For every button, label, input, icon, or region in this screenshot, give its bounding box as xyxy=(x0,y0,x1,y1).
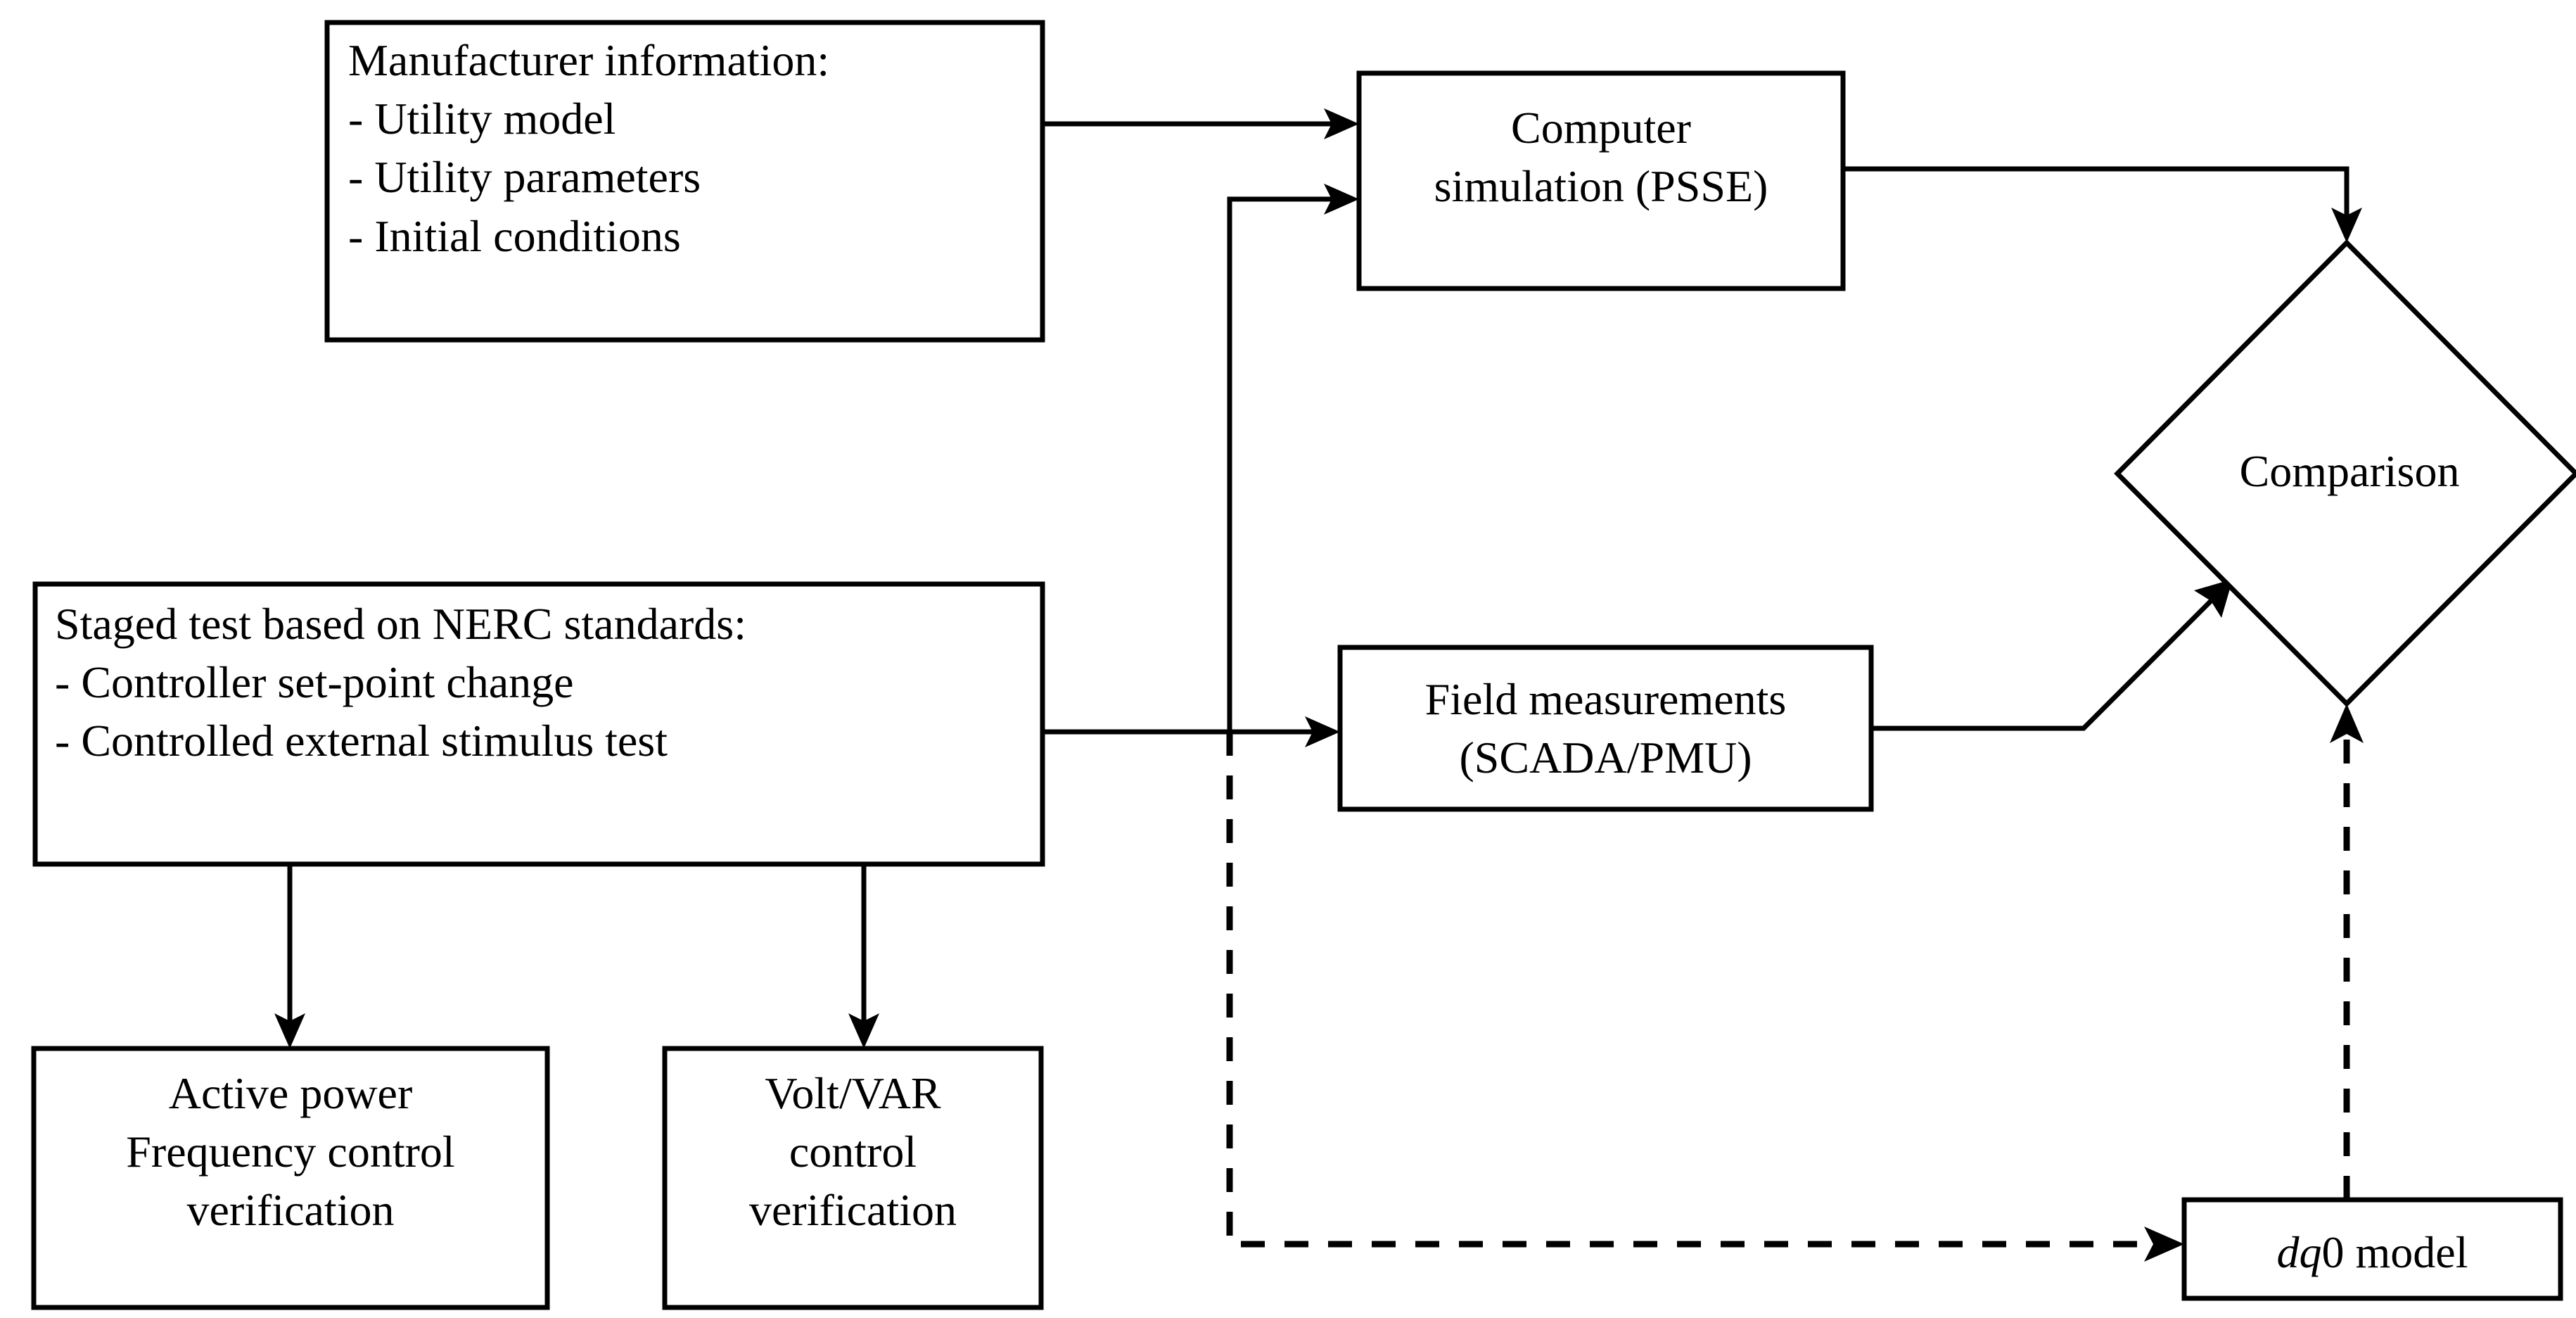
node-computer-simulation[interactable] xyxy=(1356,70,1846,291)
node-staged-test[interactable] xyxy=(32,581,1045,867)
edge-simulation-to-comparison xyxy=(1843,166,2362,243)
node-volt-var-verification[interactable] xyxy=(662,1046,1044,1310)
edge-staged-test-to-volt-var xyxy=(848,864,879,1048)
node-manufacturer-information[interactable] xyxy=(324,20,1045,343)
edge-staged-test-to-simulation xyxy=(1227,184,1359,732)
edge-staged-test-to-dq0-model xyxy=(1226,732,2184,1262)
node-dq0-model[interactable] xyxy=(2181,1197,2563,1301)
edge-manufacturer-to-simulation xyxy=(1042,108,1359,139)
edge-staged-test-to-active-power xyxy=(274,864,305,1048)
edge-dq0-model-to-comparison xyxy=(2330,704,2364,1200)
node-comparison[interactable] xyxy=(2114,239,2576,707)
edge-field-measurements-to-comparison xyxy=(1871,579,2233,731)
edge-staged-test-to-field-measurements xyxy=(1042,716,1340,747)
node-active-power-verification[interactable] xyxy=(31,1046,550,1310)
node-field-measurements[interactable] xyxy=(1337,645,1874,812)
